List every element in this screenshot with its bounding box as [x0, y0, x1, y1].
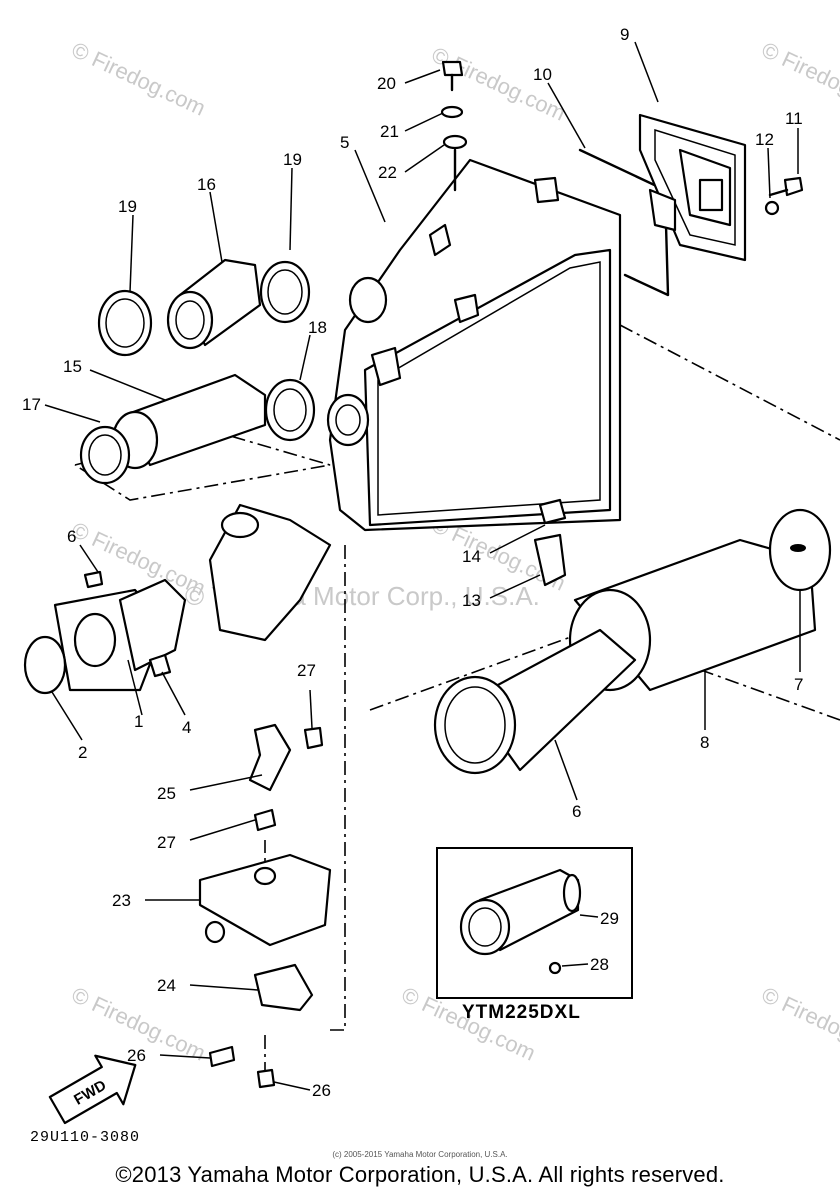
callout-label: 6 — [67, 527, 76, 546]
check-hose — [533, 498, 567, 587]
callout-label: 7 — [794, 675, 803, 694]
watermark: © Firedog.com — [758, 982, 840, 1066]
callout-label: 26 — [127, 1046, 146, 1065]
fine-print: (c) 2005-2015 Yamaha Motor Corporation, … — [332, 1150, 508, 1159]
callout-label: 23 — [112, 891, 131, 910]
callout-label: 25 — [157, 784, 176, 803]
callout-label: 17 — [22, 395, 41, 414]
callout-label: 15 — [63, 357, 82, 376]
callout-label: 13 — [462, 591, 481, 610]
callout-label: 2 — [78, 743, 87, 762]
callout-label: 18 — [308, 318, 327, 337]
callout-label: 24 — [157, 976, 176, 995]
air-box-cover — [578, 113, 747, 297]
joint-15 — [79, 373, 316, 485]
callout-label: 27 — [297, 661, 316, 680]
callout-label: 11 — [785, 109, 803, 128]
callout-label: 9 — [620, 25, 629, 44]
callout-label: 4 — [182, 718, 191, 737]
callout-label: 20 — [377, 74, 396, 93]
callout-label: 27 — [157, 833, 176, 852]
watermark: © Firedog.com — [68, 37, 210, 121]
callout-label: 21 — [380, 122, 399, 141]
air-filter — [433, 508, 832, 775]
carburetor-assembly — [23, 503, 332, 695]
callout-label: 19 — [283, 150, 302, 169]
hardware — [440, 60, 804, 216]
watermark: © Firedog.com — [398, 982, 540, 1066]
callout-label: 10 — [533, 65, 552, 84]
callout-label: 16 — [197, 175, 216, 194]
callout-label: 26 — [312, 1081, 331, 1100]
callout-label: 5 — [340, 133, 349, 152]
copyright-notice: ©2013 Yamaha Motor Corporation, U.S.A. A… — [115, 1162, 725, 1187]
callouts: 1 2 4 5 6 6 7 8 9 10 11 12 13 14 15 16 1… — [22, 25, 803, 1100]
callout-label: 14 — [462, 547, 481, 566]
callout-label: 19 — [118, 197, 137, 216]
intake-duct-16 — [97, 258, 311, 357]
callout-label: 28 — [590, 955, 609, 974]
drain-assembly — [198, 723, 332, 1089]
callout-label: 29 — [600, 909, 619, 928]
callout-label: 12 — [755, 130, 774, 149]
callout-label: 22 — [378, 163, 397, 182]
drawing-number: 29U110-3080 — [30, 1129, 141, 1146]
variant-box: YTM225DXL — [436, 847, 633, 1023]
air-box — [326, 158, 622, 532]
variant-label: YTM225DXL — [462, 1002, 581, 1023]
callout-label: 1 — [134, 712, 143, 731]
leader-lines — [44, 41, 801, 1091]
callout-label: 8 — [700, 733, 709, 752]
callout-label: 6 — [572, 802, 581, 821]
